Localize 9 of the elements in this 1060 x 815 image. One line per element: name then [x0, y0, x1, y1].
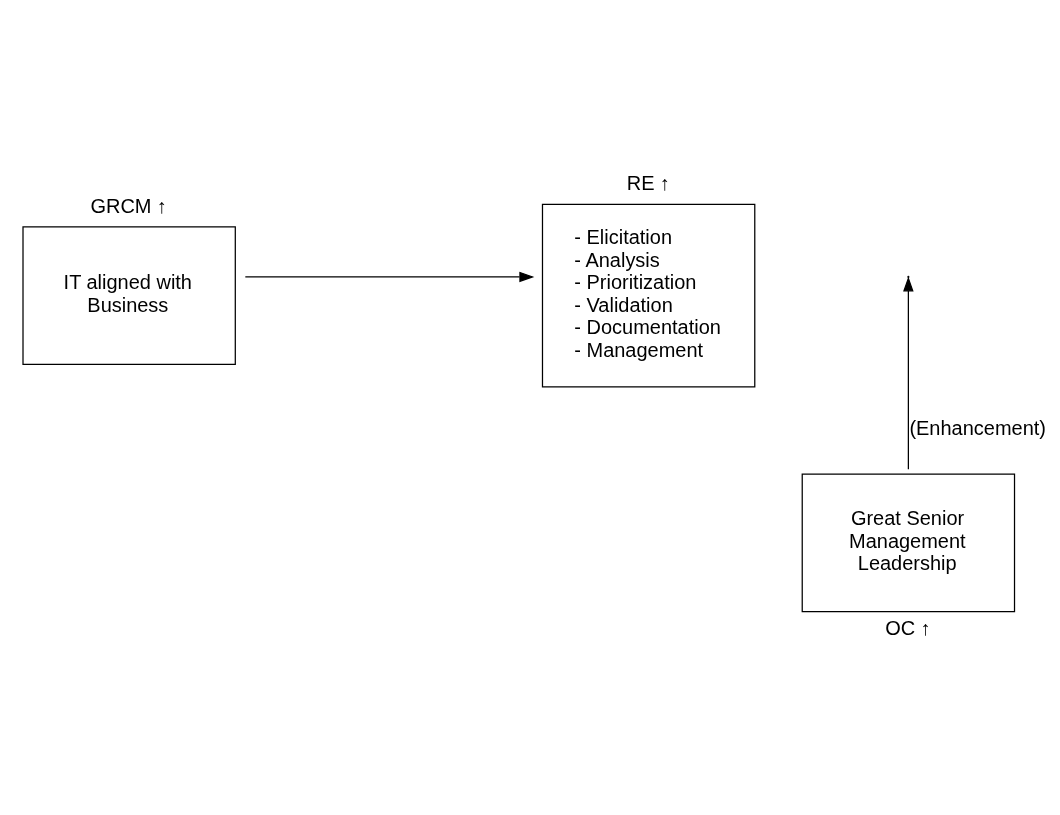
edge-label: (Enhancement) [909, 416, 1046, 439]
node-box: - Elicitation - Analysis - Prioritization - Validation - Documentation - Management [541, 203, 756, 387]
node-label: RE ↑ [626, 171, 671, 194]
arrow [903, 275, 914, 470]
node-label: GRCM ↑ [90, 194, 167, 217]
node-label: OC ↑ [885, 616, 931, 639]
node-box: IT aligned with Business [22, 225, 236, 365]
node-box: Great Senior Management Leadership [801, 473, 1016, 612]
arrow [244, 271, 535, 282]
